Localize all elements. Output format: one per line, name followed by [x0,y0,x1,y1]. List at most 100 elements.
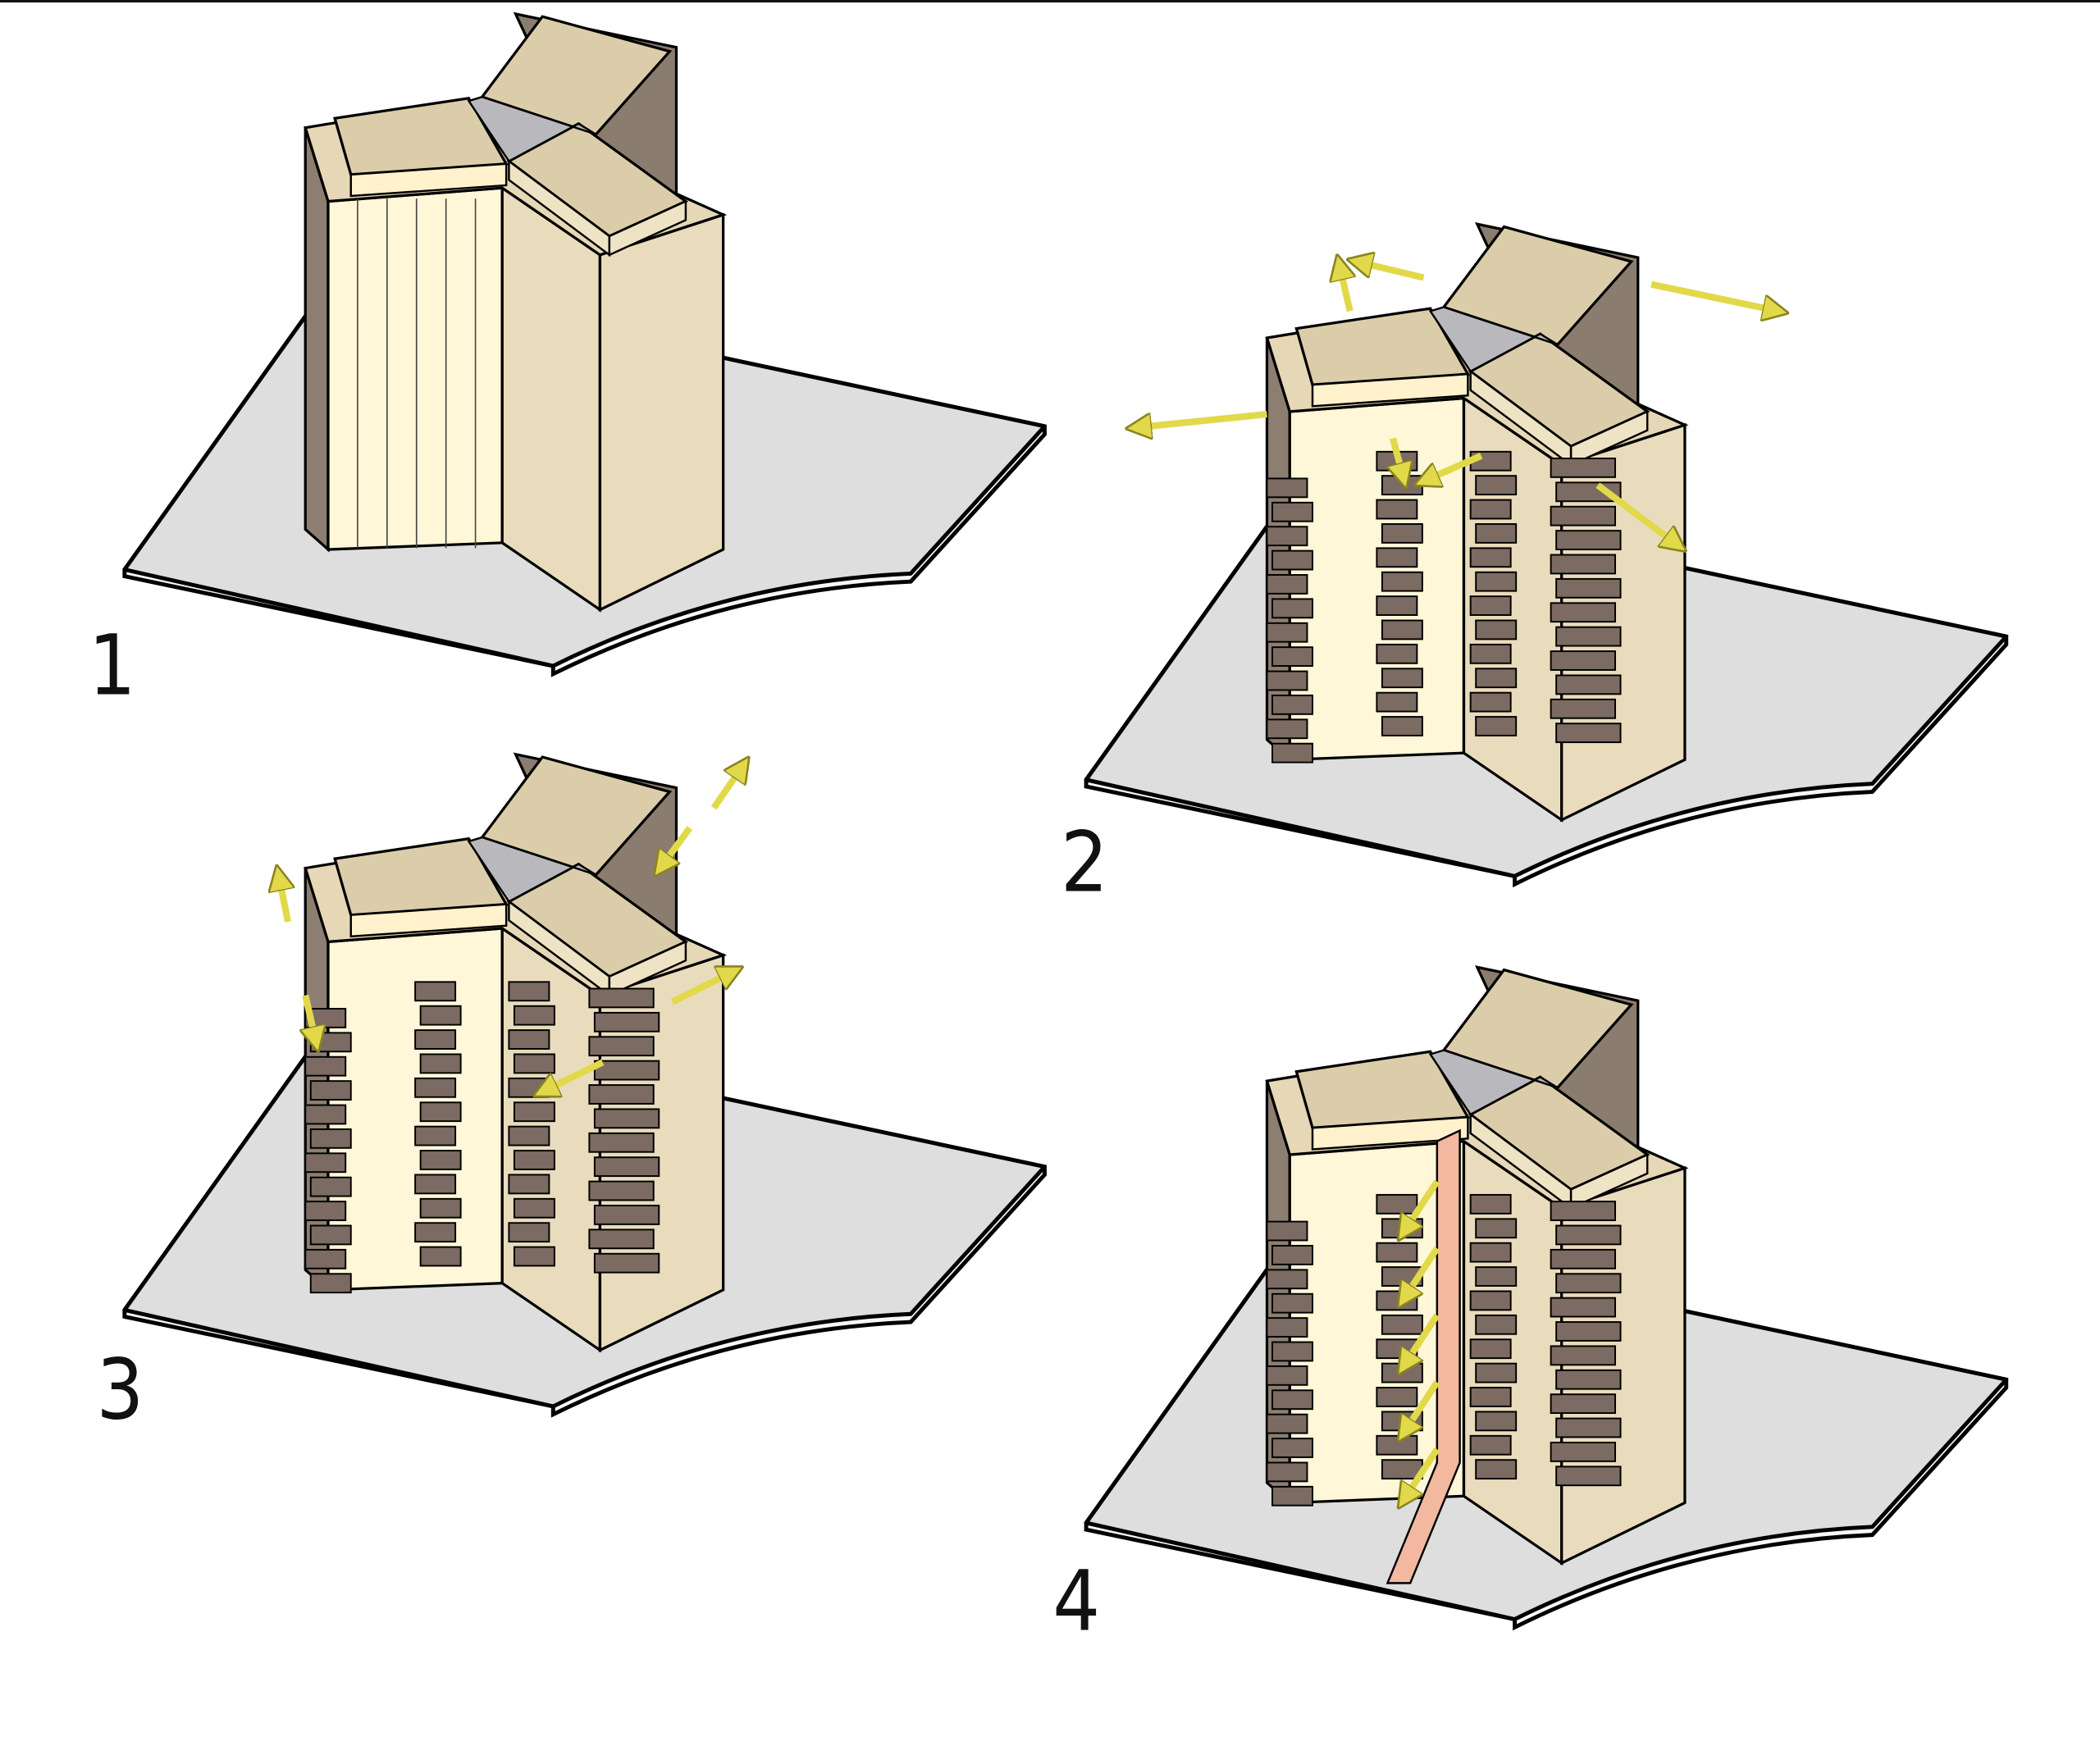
arrow-icon [710,765,743,810]
arrow-icon [1424,452,1483,481]
balcony [1475,1411,1518,1432]
balcony [1381,619,1423,640]
balcony [513,1246,555,1267]
balcony [414,981,457,1002]
arrow-icon [542,1059,605,1092]
balcony [1555,626,1622,647]
balcony [1555,1273,1622,1294]
balcony [1266,526,1308,547]
balcony [419,1101,462,1123]
arrow-icon [305,994,316,1042]
balcony [593,1060,660,1081]
balcony [419,1005,462,1026]
balcony [304,1201,347,1221]
balcony [1376,643,1418,664]
circulation-ramp [1386,1128,1461,1584]
balcony [1271,646,1313,668]
balcony [1475,1218,1518,1239]
expansion-arrows [1135,262,1778,545]
arrow-icon [1340,264,1350,312]
balcony [414,1029,457,1050]
balcony [1550,1248,1616,1270]
arrow-icon [1404,1247,1440,1299]
balcony [1550,1393,1616,1415]
balcony [1376,1242,1418,1263]
balcony [1381,571,1423,592]
balcony [1475,716,1518,736]
balcony [508,981,550,1002]
balcony [1475,522,1518,544]
arrow-icon [1357,262,1425,281]
balcony [1555,674,1622,695]
balcony [1271,1341,1313,1362]
balcony [414,1174,457,1195]
stage-label-2: 2 [1061,814,1108,910]
balcony [508,1174,550,1195]
redistribution-arrows [279,765,744,1092]
balcony [1266,1220,1308,1242]
balcony [1475,1314,1518,1335]
arrow-icon [1393,437,1404,478]
balcony [414,1077,457,1098]
balcony [1376,499,1418,520]
top-rule [0,0,2100,2]
balcony [1469,1387,1512,1407]
balcony [1469,1193,1512,1215]
balcony [1469,691,1512,713]
stage-label-1: 1 [89,617,136,713]
balcony [1266,1461,1308,1483]
stage-label-3: 3 [97,1342,144,1438]
balcony [1381,1314,1423,1335]
balcony [1266,1413,1308,1434]
arrow-icon [1404,1380,1440,1434]
balcony [1550,554,1616,575]
balcony [1266,1269,1308,1290]
balcony [304,1055,347,1077]
balcony [1376,1387,1418,1407]
balcony [513,1197,555,1219]
balconies [304,981,660,1294]
balcony [1469,595,1512,616]
facade-stripes [357,198,477,549]
balcony [1271,1245,1313,1265]
balcony [1381,716,1423,736]
arrow-icon [1404,1313,1440,1366]
balcony [1475,1362,1518,1383]
balcony [1550,650,1616,671]
balcony [588,1132,655,1153]
arrow-icon [279,875,288,923]
balcony [1376,1193,1418,1215]
balcony [1550,1345,1616,1366]
balcony [1381,1362,1423,1383]
balcony [1550,1201,1616,1221]
balcony [1381,668,1423,689]
balcony [309,1176,352,1197]
balcony [1271,598,1313,619]
balcony [508,1125,550,1146]
balcony [1475,619,1518,640]
stage-4: 4 [1052,965,2006,1650]
balcony [304,1152,347,1174]
balcony [1271,742,1313,764]
balcony [419,1150,462,1170]
balcony [588,987,655,1009]
balcony [1469,1290,1512,1311]
balcony [1550,457,1616,478]
balcony [1475,668,1518,689]
balcony [1266,477,1308,499]
balcony [1266,622,1308,643]
tower [304,12,725,612]
balcony [593,1011,660,1032]
balcony [1271,549,1313,571]
arrow-icon [1404,1447,1440,1500]
balcony [1376,691,1418,713]
balcony [1550,505,1616,526]
balcony [1555,1417,1622,1438]
balcony [1555,1369,1622,1390]
balcony [1550,1442,1616,1462]
balcony [1266,574,1308,595]
balcony [593,1156,660,1178]
balcony [1376,595,1418,616]
balcony [1376,1434,1418,1456]
balcony [1266,1317,1308,1338]
